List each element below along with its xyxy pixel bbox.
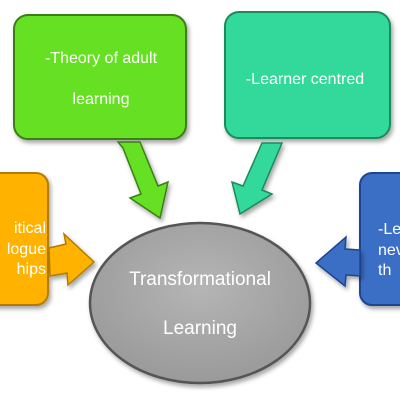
arrow-right xyxy=(314,235,361,288)
box-left xyxy=(0,172,49,306)
box-left-label: itical logue hips xyxy=(0,200,46,300)
center-title-line2: Learning xyxy=(163,318,237,340)
center-title: Transformational Learning xyxy=(110,268,290,340)
box-left-line3: hips xyxy=(16,261,46,279)
arrow-top-left xyxy=(116,141,170,220)
box-top-right xyxy=(224,11,391,139)
arrow-left xyxy=(48,231,96,287)
box-top-right-label: -Learner centred xyxy=(230,40,380,120)
box-left-line2: logue xyxy=(6,240,46,258)
box-right xyxy=(359,172,400,306)
box-top-right-line1: -Learner centred xyxy=(245,70,365,88)
center-title-line1: Transformational xyxy=(129,268,271,290)
box-right-line3: th xyxy=(378,262,392,280)
box-left-line1: itical xyxy=(13,219,46,237)
box-right-line2: nev xyxy=(378,241,400,259)
box-top-left-line1: -Theory of adult xyxy=(44,49,158,67)
center-ellipse xyxy=(88,221,312,385)
box-top-left xyxy=(13,14,187,140)
arrow-top-right xyxy=(230,142,284,216)
box-right-line1: -Le xyxy=(378,220,400,238)
box-top-left-label: -Theory of adult learning xyxy=(26,40,176,120)
box-top-left-line2: learning xyxy=(72,91,130,109)
box-right-label: -Le nev th xyxy=(378,196,400,306)
